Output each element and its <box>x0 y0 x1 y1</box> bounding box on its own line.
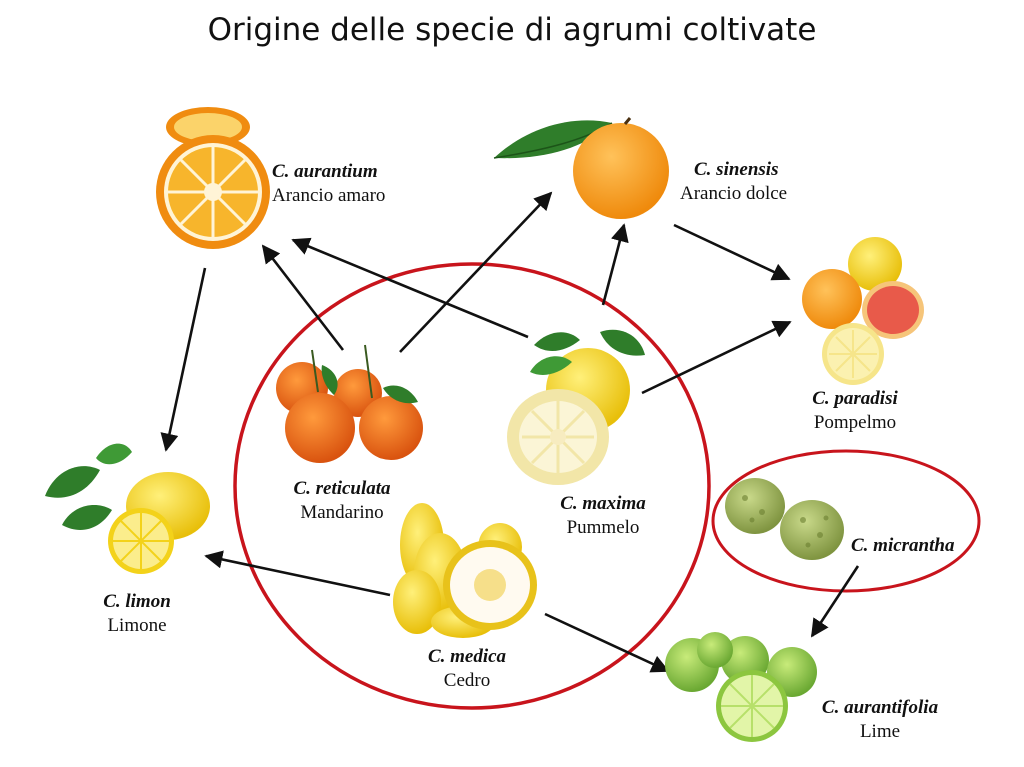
scientific-name: C. maxima <box>560 493 646 514</box>
page-title: Origine delle specie di agrumi coltivate <box>207 12 817 48</box>
label-aurantium: C. aurantium Arancio amaro <box>272 160 385 208</box>
common-name: Pompelmo <box>813 412 897 433</box>
micrantha-fruits-icon <box>725 478 844 560</box>
common-name: Limone <box>107 615 167 636</box>
arrow-medica-to-aurantifolia <box>544 612 670 673</box>
arrow-aurantium-to-limon <box>160 267 207 452</box>
label-paradisi: C. paradisi Pompelmo <box>800 387 910 435</box>
citron-icon <box>393 503 537 638</box>
arrow-reticulata-to-sinensis <box>399 191 553 353</box>
label-reticulata: C. reticulata Mandarino <box>282 477 402 525</box>
arrow-maxima-to-sinensis <box>601 223 629 306</box>
arrow-medica-to-limon <box>204 550 391 597</box>
scientific-name: C. paradisi <box>812 388 898 409</box>
label-aurantifolia: C. aurantifolia Lime <box>805 696 955 744</box>
mandarins-icon <box>276 344 423 463</box>
ancestral-species-ring <box>233 262 711 710</box>
scientific-name: C. medica <box>427 646 507 667</box>
arrow-sinensis-to-paradisi <box>673 223 791 281</box>
limes-icon <box>665 632 817 742</box>
arrow-micrantha-to-aurantifolia <box>810 565 860 638</box>
scientific-name: C. micrantha <box>851 535 955 556</box>
label-limon: C. limon Limone <box>82 590 192 638</box>
lemon-with-leaves-icon <box>45 443 210 574</box>
sweet-orange-with-leaf-icon <box>493 117 669 219</box>
micrantha-ring <box>711 449 981 593</box>
arrow-maxima-to-paradisi <box>641 320 792 395</box>
arrow-maxima-to-aurantium <box>291 237 529 339</box>
scientific-name: C. aurantifolia <box>821 697 939 718</box>
derivation-arrows <box>160 191 860 673</box>
common-name: Arancio dolce <box>680 183 788 204</box>
common-name: Cedro <box>443 670 491 691</box>
scientific-name: C. limon <box>103 591 171 612</box>
pummelo-icon <box>507 329 645 485</box>
common-name: Lime <box>859 721 901 742</box>
arrow-reticulata-to-aurantium <box>261 244 345 351</box>
grapefruit-group-icon <box>802 237 924 385</box>
common-name: Arancio amaro <box>272 185 386 206</box>
scientific-name: C. reticulata <box>293 478 391 499</box>
label-medica: C. medica Cedro <box>412 645 522 693</box>
common-name: Pummelo <box>566 517 640 538</box>
scientific-name: C. sinensis <box>694 159 779 180</box>
label-micrantha: C. micrantha <box>851 534 954 558</box>
scientific-name: C. aurantium <box>272 161 378 182</box>
sliced-bitter-orange-icon <box>156 107 270 249</box>
common-name: Mandarino <box>300 502 384 523</box>
label-maxima: C. maxima Pummelo <box>548 492 658 540</box>
label-sinensis: C. sinensis Arancio dolce <box>680 158 787 206</box>
